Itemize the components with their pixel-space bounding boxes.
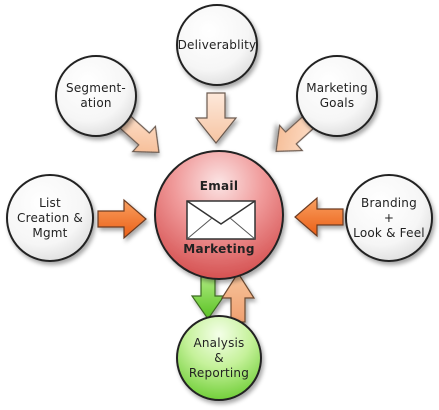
node-segmentation-circle: [55, 55, 137, 137]
node-marketing-goals-label: Marketing Goals: [306, 81, 368, 110]
arrow-branding-to-center: [294, 196, 344, 238]
arrow-segmentation-to-center: [118, 114, 160, 153]
arrow-list-creation-to-center: [97, 198, 147, 240]
node-list-creation-circle: [6, 174, 94, 262]
node-branding-label: Branding + Look & Feel: [353, 195, 425, 240]
node-marketing-goals-circle: [296, 55, 378, 137]
node-deliverability-label: Deliverablity: [177, 37, 257, 52]
arrow-analysis-to-center: [220, 271, 256, 323]
node-deliverability-circle: [176, 4, 258, 86]
node-segmentation-label: Segment- ation: [66, 81, 126, 110]
arrow-deliverability-to-center: [194, 92, 238, 144]
envelope-icon: [186, 200, 256, 240]
node-list-creation-label: List Creation & Mgmt: [17, 195, 83, 240]
center-title-top: Email: [199, 179, 239, 193]
node-branding-circle: [345, 174, 433, 262]
arrow-marketing-goals-to-center: [275, 113, 317, 152]
node-analysis-circle: [176, 315, 262, 401]
center-title-bottom: Marketing: [183, 242, 255, 256]
node-analysis-label: Analysis & Reporting: [188, 335, 250, 380]
